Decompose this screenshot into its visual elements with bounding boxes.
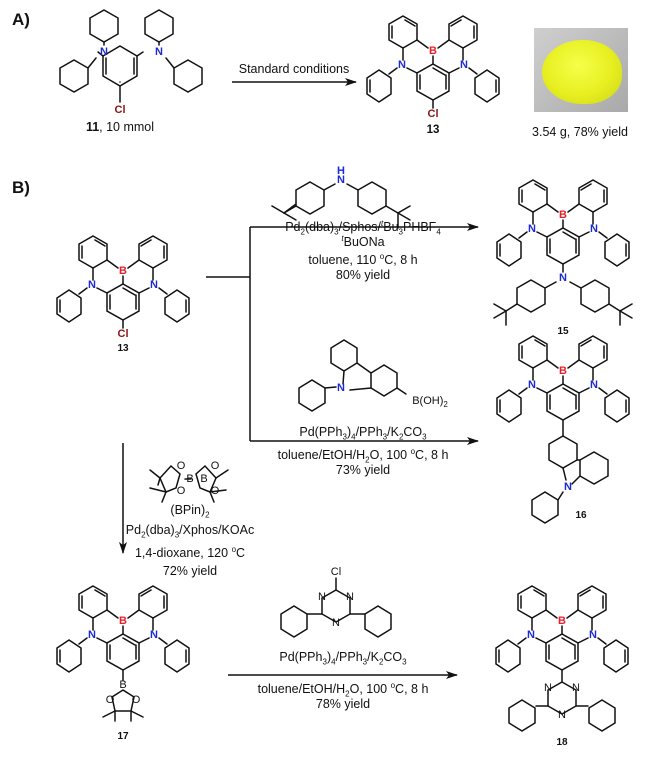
atom-cl: Cl: [115, 104, 126, 116]
compound-label-15: 15: [557, 326, 569, 337]
atom-h: H: [337, 165, 345, 177]
reactant-11-caption: 11, 10 mmol: [70, 120, 170, 134]
compound-17-structure: B O O: [56, 585, 190, 722]
compound-13-structure-b: Cl: [56, 235, 190, 340]
atom-n: N: [564, 481, 572, 493]
rxn3-catalyst: Pd2(dba)3/Xphos/KOAc: [125, 523, 255, 540]
atom-cl: Cl: [331, 566, 341, 578]
atom-b: B: [119, 679, 126, 691]
atom-n: N: [337, 382, 345, 394]
compound-label-18: 18: [556, 737, 568, 748]
compound-label-17: 17: [117, 731, 129, 742]
rxn2-conditions: toluene/EtOH/H2O, 100 oC, 8 h: [277, 447, 449, 465]
rxn3-reagent: (BPin)2: [170, 503, 210, 520]
atom-cl: Cl: [118, 328, 129, 340]
compound-18-structure: N N N: [495, 585, 629, 732]
chlorotriazine-structure: Cl N N N: [280, 566, 392, 638]
compound-11-structure: N N Cl: [59, 9, 203, 116]
atom-cl: Cl: [428, 108, 439, 120]
compound-16-structure: N: [496, 335, 630, 524]
product-photo: [534, 28, 628, 112]
rxn4-catalyst: Pd(PPh3)4/PPh3/K2CO3: [279, 650, 407, 667]
atom-n: N: [346, 591, 354, 603]
atom-o: O: [132, 694, 141, 706]
atom-n: N: [100, 46, 108, 58]
atom-nh: N: [337, 174, 345, 186]
compound-15-structure: N: [493, 179, 633, 326]
product-yield-a: 3.54 g, 78% yield: [532, 125, 628, 139]
rxn4-yield: 78% yield: [315, 697, 371, 711]
rxn1-base: tBuONa: [341, 234, 385, 250]
compound-label-13-a: 13: [426, 124, 440, 136]
b2pin2-structure: O O O O B B: [149, 460, 229, 503]
atom-n: N: [544, 682, 552, 694]
atom-n: N: [155, 46, 163, 58]
atom-b: B: [186, 473, 193, 485]
atom-b: B: [200, 473, 207, 485]
rxn1-catalyst: Pd2(dba)3/Sphos/tBu3PHBF4: [285, 219, 441, 237]
compound-label-11: 11: [85, 120, 100, 134]
atom-n: N: [332, 617, 340, 629]
atom-o: O: [177, 485, 186, 497]
compound-label-16: 16: [575, 510, 587, 521]
carbazole-boronic-acid-structure: N: [298, 339, 407, 412]
section-b-label: B): [12, 178, 30, 197]
rxn1-yield: 80% yield: [335, 268, 391, 282]
rxn3-conditions: 1,4-dioxane, 120 oC: [134, 545, 246, 561]
atom-o: O: [177, 460, 186, 472]
atom-o: O: [106, 694, 115, 706]
diarylamine-reagent-structure: N H: [271, 165, 411, 229]
section-a-label: A): [12, 10, 30, 29]
reactant-amount: , 10 mmol: [99, 120, 155, 134]
atom-o: O: [211, 460, 220, 472]
rxn2-boronic-group: B(OH)2: [412, 395, 448, 410]
atom-o: O: [211, 485, 220, 497]
rxn3-yield: 72% yield: [162, 564, 218, 578]
atom-n: N: [558, 709, 566, 721]
rxn2-yield: 73% yield: [335, 463, 391, 477]
yellow-powder-image: [542, 40, 622, 104]
atom-n: N: [559, 272, 567, 284]
atom-n: N: [572, 682, 580, 694]
rxn1-conditions: toluene, 110 oC, 8 h: [308, 252, 418, 268]
compound-label-13-b: 13: [117, 343, 129, 354]
rxn2-catalyst: Pd(PPh3)4/PPh3/K2CO3: [299, 425, 427, 442]
compound-13-structure-a: Cl: [366, 15, 500, 120]
rxn4-conditions: toluene/EtOH/H2O, 100 oC, 8 h: [257, 681, 429, 699]
arrow-a-label: Standard conditions: [238, 62, 350, 76]
atom-n: N: [318, 591, 326, 603]
